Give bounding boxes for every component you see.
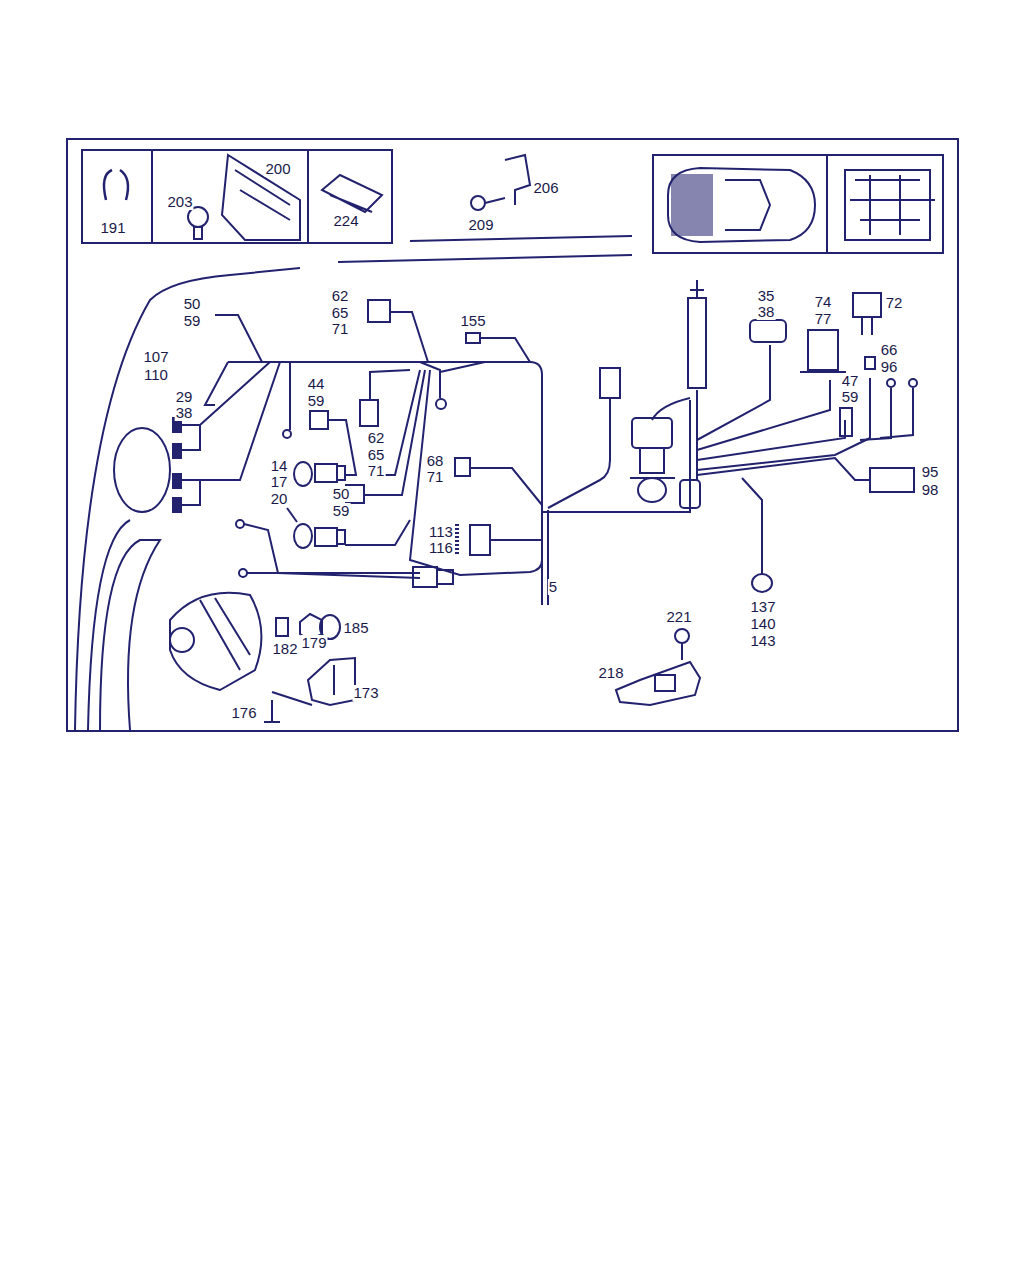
callout-number: 72 xyxy=(885,295,904,311)
callout-number: 71 xyxy=(426,469,445,485)
callout-number: 20 xyxy=(270,491,289,507)
callout-number: 137 xyxy=(749,599,776,615)
callout-number: 65 xyxy=(367,447,386,463)
callout-number: 224 xyxy=(332,213,359,229)
callout-number: 176 xyxy=(230,705,257,721)
callout-number: 116 xyxy=(428,540,454,556)
callout-number: 182 xyxy=(271,641,298,657)
callout-number: 209 xyxy=(467,217,494,233)
callout-number: 191 xyxy=(99,220,126,236)
callout-number: 113 xyxy=(428,524,454,540)
callout-number: 96 xyxy=(880,359,899,375)
callout-number: 140 xyxy=(749,616,776,632)
callout-number: 50 xyxy=(183,296,202,312)
callout-number: 62 xyxy=(367,430,386,446)
callout-number: 179 xyxy=(300,635,327,651)
callout-number: 74 xyxy=(814,294,833,310)
callout-number: 62 xyxy=(331,288,350,304)
callout-number: 98 xyxy=(921,482,940,498)
callout-number: 59 xyxy=(307,393,326,409)
callout-number: 29 xyxy=(175,389,194,405)
callout-number: 206 xyxy=(532,180,559,196)
callout-number: 35 xyxy=(757,288,776,304)
callout-number: 185 xyxy=(342,620,369,636)
callout-number: 65 xyxy=(331,305,350,321)
callout-number: 5 xyxy=(548,579,558,595)
callout-number: 221 xyxy=(665,609,692,625)
callout-number: 218 xyxy=(597,665,624,681)
callout-number: 71 xyxy=(331,321,350,337)
callout-number: 38 xyxy=(175,405,194,421)
callout-number: 155 xyxy=(459,313,486,329)
callout-number: 203 xyxy=(166,194,193,210)
callout-number: 14 xyxy=(270,458,289,474)
callout-number: 71 xyxy=(367,463,386,479)
callout-number: 47 xyxy=(841,373,860,389)
callout-number: 110 xyxy=(143,367,169,383)
callout-number: 17 xyxy=(270,474,289,490)
callout-number: 77 xyxy=(814,311,833,327)
callout-number: 173 xyxy=(352,685,379,701)
callout-number: 68 xyxy=(426,453,445,469)
callout-number: 66 xyxy=(880,342,899,358)
callout-number: 44 xyxy=(307,376,326,392)
callout-number: 200 xyxy=(264,161,291,177)
callout-number: 59 xyxy=(332,503,351,519)
callout-number: 38 xyxy=(757,304,776,320)
callout-number: 50 xyxy=(332,486,351,502)
callout-number: 59 xyxy=(841,389,860,405)
callout-number: 143 xyxy=(749,633,776,649)
callout-number: 107 xyxy=(142,349,169,365)
callout-number: 59 xyxy=(183,313,202,329)
callout-number: 95 xyxy=(921,464,940,480)
